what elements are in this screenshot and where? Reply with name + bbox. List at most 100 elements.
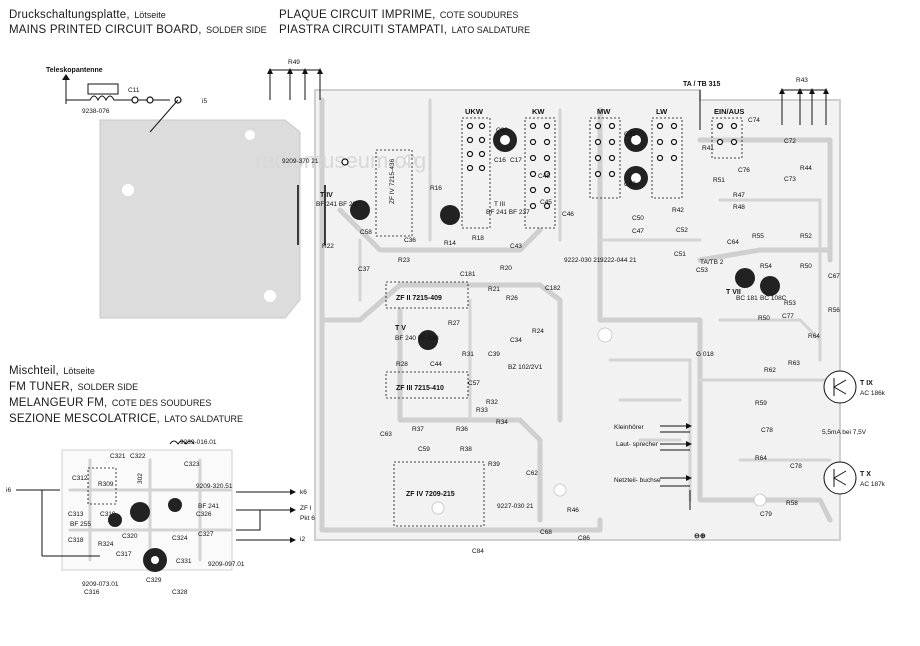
label-c73: C73 bbox=[784, 176, 796, 183]
header-title-french: PLAQUE CIRCUIT IMPRIME, COTE SOUDURES bbox=[279, 5, 518, 23]
fm-c317: C317 bbox=[116, 551, 132, 558]
label-t7-type: BC 181 bbox=[736, 295, 758, 302]
fm-line4-sub: LATO SALDATURE bbox=[164, 414, 243, 424]
fm-coil bbox=[169, 440, 195, 445]
r49-label: R49 bbox=[288, 59, 300, 66]
fm-c327: C327 bbox=[198, 531, 214, 538]
label-r26: R26 bbox=[506, 295, 518, 302]
c141-label: C80 bbox=[496, 127, 508, 134]
label-r47: R47 bbox=[733, 192, 745, 199]
label-c84-a: C78 bbox=[761, 427, 773, 434]
label-t3: T III bbox=[494, 201, 505, 208]
label-t6-type: BC 108C bbox=[760, 295, 787, 302]
label-r23: R23 bbox=[398, 257, 410, 264]
label-t7: T VII bbox=[726, 289, 741, 296]
fm-title-english: FM TUNER, SOLDER SIDE bbox=[9, 377, 138, 395]
fm-t-bf255: BF 255 bbox=[70, 521, 91, 528]
label-c45: C45 bbox=[540, 199, 552, 206]
copper-trace bbox=[597, 107, 833, 523]
transistor-symbol bbox=[833, 469, 847, 487]
label-r42: R42 bbox=[672, 207, 684, 214]
fm-c318: C318 bbox=[68, 537, 84, 544]
up-arrow-icon bbox=[302, 68, 308, 74]
antenna-coil bbox=[66, 95, 170, 102]
antenna-terminal-label: i5 bbox=[202, 98, 207, 105]
solder-pad bbox=[146, 96, 154, 104]
fm-line2-sub: SOLDER SIDE bbox=[77, 382, 139, 392]
label-c47: C47 bbox=[632, 228, 644, 235]
up-arrow-icon bbox=[779, 88, 785, 94]
label-r21: R21 bbox=[488, 286, 500, 293]
fm-ic-9239: 9239-016.01 bbox=[180, 439, 217, 446]
fm-c322: C322 bbox=[130, 453, 146, 460]
fm-c316: C316 bbox=[84, 589, 100, 596]
label-r27: R27 bbox=[448, 320, 460, 327]
label-r41: R41 bbox=[702, 145, 714, 152]
label-r53: R50 bbox=[758, 315, 770, 322]
label-current: 5,5mA bei 7,5V bbox=[822, 429, 867, 436]
label-r52: R52 bbox=[800, 233, 812, 240]
header-line2-sub: SOLDER SIDE bbox=[206, 25, 267, 35]
up-arrow-icon bbox=[317, 68, 323, 74]
right-arrow-icon bbox=[686, 423, 692, 429]
label-r54: R53 bbox=[784, 300, 796, 307]
antenna-label: Teleskopantenne bbox=[46, 67, 103, 74]
header-line3-sub: COTE SOUDURES bbox=[439, 10, 519, 20]
right-arrow-icon bbox=[290, 537, 296, 543]
fm-ic-9209-097: 9209-097.01 bbox=[208, 561, 245, 568]
fm-c319: C319 bbox=[100, 511, 116, 518]
r49-leads bbox=[269, 69, 321, 100]
label-r50: R50 bbox=[800, 263, 812, 270]
copper-trace bbox=[608, 318, 822, 502]
up-arrow-icon bbox=[809, 88, 815, 94]
header-line1-sub: Lötseite bbox=[134, 10, 166, 20]
label-r18: R18 bbox=[472, 235, 484, 242]
right-arrow-icon bbox=[686, 475, 692, 481]
battery-terminal-icon: ⊖⊕ bbox=[694, 533, 706, 540]
label-c79: C63 bbox=[380, 431, 392, 438]
label-r64: R64 bbox=[755, 455, 767, 462]
watermark-text: radiomuseum.org bbox=[255, 148, 426, 173]
label-c59: C39 bbox=[488, 351, 500, 358]
label-9227: 9227-030 21 bbox=[497, 503, 534, 510]
label-c68: C84 bbox=[472, 548, 484, 555]
switch-ein-aus bbox=[711, 117, 743, 159]
solder-pad bbox=[341, 158, 349, 166]
antenna-cap-label: C11 bbox=[128, 87, 140, 94]
fm-c331: C331 bbox=[176, 558, 192, 565]
label-r31: R31 bbox=[462, 351, 474, 358]
fm-t-bf241: BF 241 bbox=[198, 503, 219, 510]
label-t10-type: AC 187k bbox=[860, 481, 886, 488]
label-r62: R63 bbox=[788, 360, 800, 367]
label-r44: R44 bbox=[800, 165, 812, 172]
header-title-italian: PIASTRA CIRCUITI STAMPATI, LATO SALDATUR… bbox=[279, 20, 530, 38]
label-r14: R14 bbox=[444, 240, 456, 247]
fm-line1-main: Mischteil, bbox=[9, 365, 59, 377]
coil-core bbox=[631, 135, 641, 145]
label-c84: C78 bbox=[790, 463, 802, 470]
antenna-arrow-icon bbox=[62, 74, 70, 80]
label-c37: C182 bbox=[545, 285, 561, 292]
label-c80: C68 bbox=[540, 529, 552, 536]
fm-transistor bbox=[108, 513, 122, 527]
transistor-t10 bbox=[823, 461, 857, 495]
right-arrow-icon bbox=[686, 441, 692, 447]
label-zf4b: ZF IV 7209-215 bbox=[406, 491, 455, 498]
fm-line2-main: FM TUNER, bbox=[9, 381, 74, 393]
section-lw: LW bbox=[656, 107, 668, 116]
fm-title-german: Mischteil, Lötseite bbox=[9, 361, 95, 379]
fm-terminal-pkt6: Pkt 6 bbox=[300, 515, 315, 522]
fm-coil-body bbox=[130, 502, 150, 522]
label-c34: C43 bbox=[510, 243, 522, 250]
switch-lw bbox=[651, 117, 683, 199]
fm-transistor bbox=[168, 498, 182, 512]
connector-wires bbox=[660, 425, 691, 510]
coil-core bbox=[500, 135, 510, 145]
switch-mw bbox=[589, 117, 621, 199]
fm-title-french: MELANGEUR FM, COTE DES SOUDURES bbox=[9, 393, 211, 411]
label-r39: R39 bbox=[488, 461, 500, 468]
switch-kw bbox=[524, 117, 556, 229]
copper-pour-left bbox=[99, 119, 301, 319]
fm-c313: C313 bbox=[68, 511, 84, 518]
